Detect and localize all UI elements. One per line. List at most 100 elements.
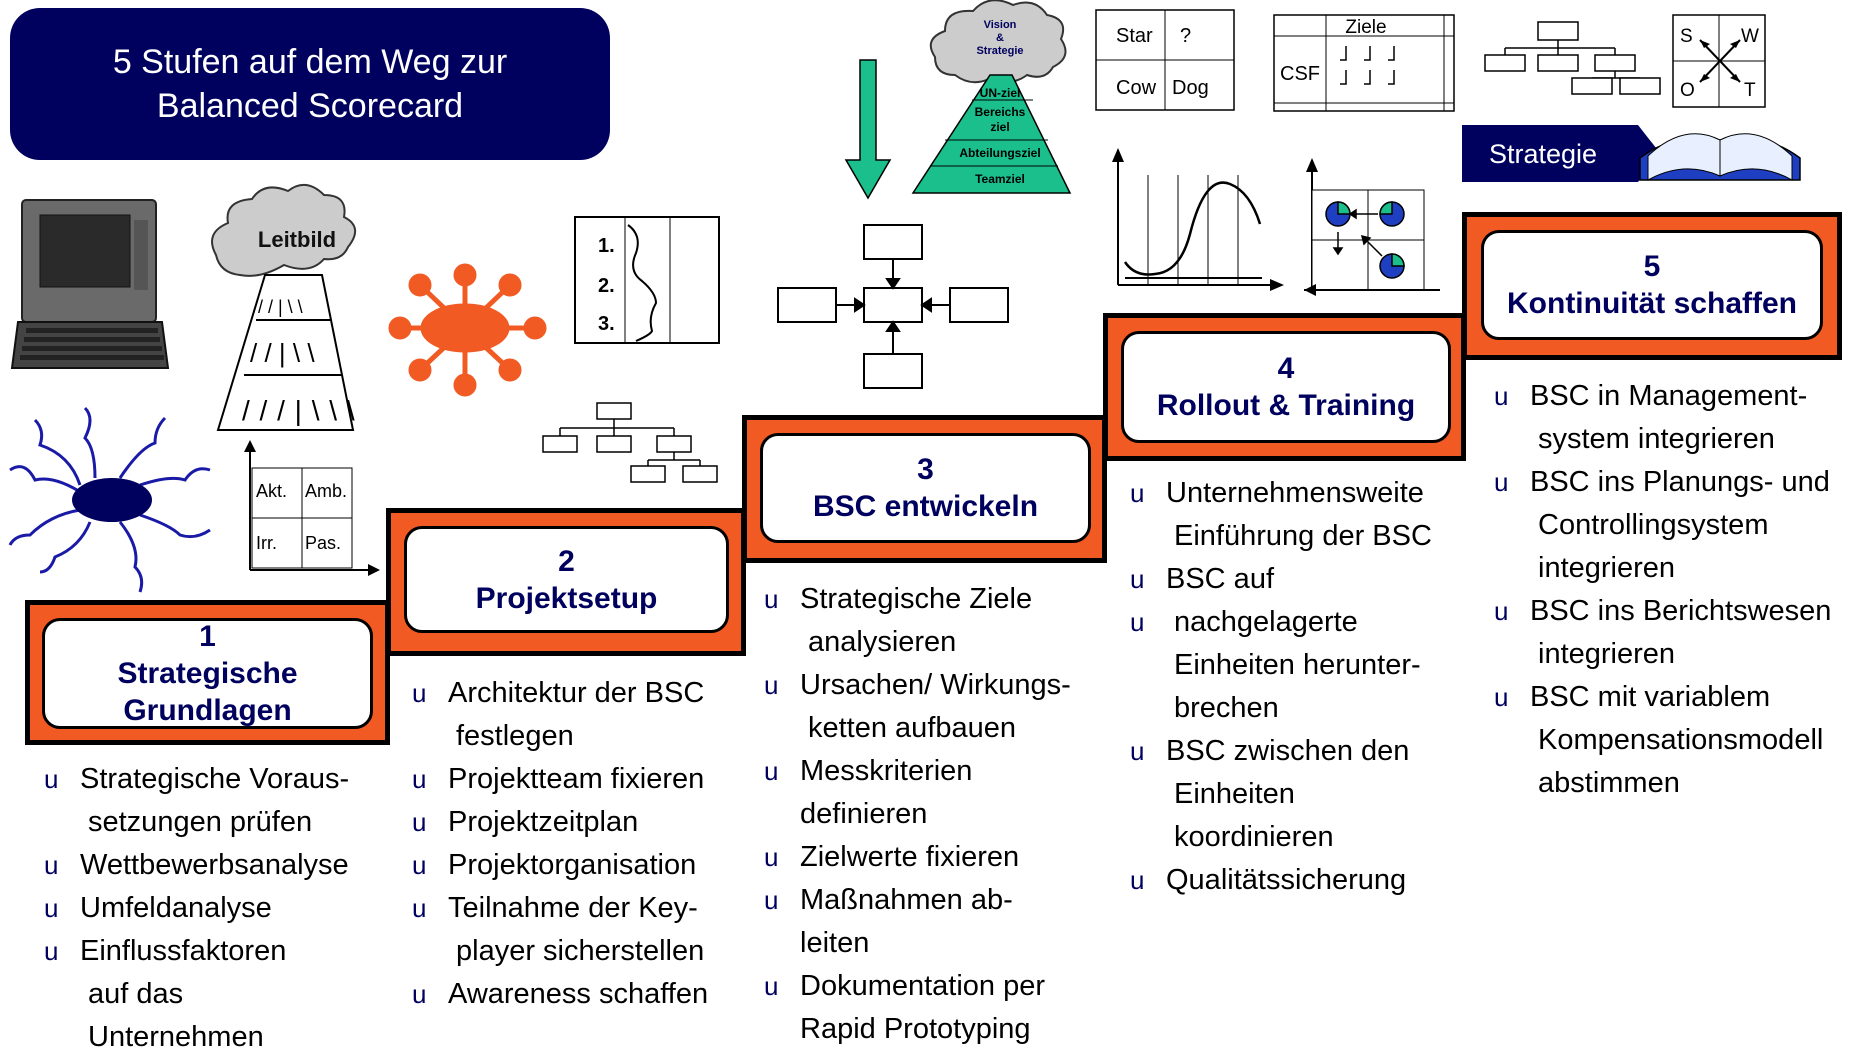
list-number-1: 1. xyxy=(598,235,615,257)
list-item: Qualitätssicherung xyxy=(1130,859,1470,902)
stage5-frame: 5 Kontinuität schaffen xyxy=(1462,212,1842,360)
org-chart-large xyxy=(1484,21,1661,95)
portfolio-cow: Cow xyxy=(1116,77,1157,99)
stage1-number: 1 xyxy=(199,620,216,653)
svg-text:/ / / | \ \ \: / / / | \ \ \ xyxy=(242,395,356,426)
stage4-number: 4 xyxy=(1277,352,1295,385)
stage5-title: Kontinuität schaffen xyxy=(1507,287,1797,320)
environment-icon xyxy=(8,406,211,593)
csf-matrix: Ziele CSF xyxy=(1273,14,1455,112)
list-number-3: 3. xyxy=(598,313,615,335)
matrix-cell-irr: Irr. xyxy=(256,533,277,553)
stage1-label: 1 Strategische Grundlagen xyxy=(42,618,373,729)
swot-t: T xyxy=(1744,80,1756,101)
title-line1: 5 Stufen auf dem Weg zur xyxy=(112,43,508,81)
portfolio-matrix: Star ? Cow Dog xyxy=(1095,9,1235,111)
list-number-2: 2. xyxy=(598,275,615,297)
strategie-text: Strategie xyxy=(976,45,1023,57)
matrix-cell-pas: Pas. xyxy=(305,533,341,553)
matrix-cell-amb: Amb. xyxy=(305,481,347,501)
list-item: Maßnahmen ab-leiten xyxy=(764,879,1104,965)
strategie-label: Strategie xyxy=(1489,139,1597,169)
portfolio-dog: Dog xyxy=(1172,77,1209,99)
list-item: Strategische Voraus-setzungen prüfen xyxy=(44,758,384,844)
stage2-frame: 2 Projektsetup xyxy=(386,508,746,656)
pyramid-teamziel: Teamziel xyxy=(975,172,1025,186)
vision-text: Vision xyxy=(984,19,1017,31)
swot-matrix: S W O T xyxy=(1672,14,1766,108)
ampersand-text: & xyxy=(996,32,1004,44)
list-item: Projektteam fixieren xyxy=(412,758,752,801)
stage4-title: Rollout & Training xyxy=(1156,389,1416,422)
portfolio-star: Star xyxy=(1116,25,1153,47)
list-item: Awareness schaffen xyxy=(412,973,752,1016)
goal-pyramid: UN-ziel Bereichs ziel Abteilungsziel Tea… xyxy=(911,74,1072,194)
list-item: BSC mit variablemKompensationsmodellabst… xyxy=(1494,676,1864,805)
list-item: Zielwerte fixieren xyxy=(764,836,1104,879)
portfolio-pies xyxy=(1304,158,1440,296)
leitbild-icon: Leitbild / / | \ \ / / | \ \ / / / | \ \… xyxy=(211,184,356,431)
list-item: BSC in Management-system integrieren xyxy=(1494,375,1864,461)
matrix-cell-akt: Akt. xyxy=(256,481,287,501)
pyramid-bereichs: Bereichs xyxy=(975,105,1026,119)
vision-cloud-icon: Vision & Strategie xyxy=(929,0,1067,84)
svg-text:/ / | \ \: / / | \ \ xyxy=(250,338,315,368)
list-item: BSC ins Planungs- undControllingsystemin… xyxy=(1494,461,1864,590)
stage3-label: 3 BSC entwickeln xyxy=(760,433,1091,543)
list-item: BSC auf xyxy=(1130,558,1470,601)
list-item: Ursachen/ Wirkungs-ketten aufbauen xyxy=(764,664,1104,750)
swot-o: O xyxy=(1680,80,1695,101)
stage1-frame: 1 Strategische Grundlagen xyxy=(25,600,390,745)
list-item: Projektzeitplan xyxy=(412,801,752,844)
pyramid-abteilungsziel: Abteilungsziel xyxy=(959,146,1040,160)
computer-icon xyxy=(10,199,170,369)
stage1-title-line2: Grundlagen xyxy=(123,694,292,727)
network-icon xyxy=(388,263,547,397)
stage1-title-line1: Strategische xyxy=(117,657,298,690)
down-arrow-icon xyxy=(844,59,892,200)
stage3-frame: 3 BSC entwickeln xyxy=(742,415,1107,563)
stage2-label: 2 Projektsetup xyxy=(404,526,729,633)
stage2-number: 2 xyxy=(558,544,575,578)
stage3-number: 3 xyxy=(917,453,934,486)
cause-effect-diagram xyxy=(777,224,1009,389)
influence-matrix: Akt. Amb. Irr. Pas. xyxy=(244,440,380,576)
pyramid-un-ziel: UN-ziel xyxy=(980,86,1021,100)
stage1-bullets: Strategische Voraus-setzungen prüfen Wet… xyxy=(44,758,384,1059)
ranking-chart: 1. 2. 3. xyxy=(574,216,720,344)
csf-label: CSF xyxy=(1280,63,1320,85)
stage4-frame: 4 Rollout & Training xyxy=(1103,313,1466,461)
swot-w: W xyxy=(1741,26,1759,47)
list-item: Wettbewerbsanalyse xyxy=(44,844,384,887)
title-line2: Balanced Scorecard xyxy=(156,87,464,125)
list-item: Projektorganisation xyxy=(412,844,752,887)
pyramid-ziel: ziel xyxy=(990,120,1009,134)
stage3-title: BSC entwickeln xyxy=(812,490,1039,523)
stage5-number: 5 xyxy=(1643,250,1661,283)
stage2-title: Projektsetup xyxy=(475,581,658,615)
trend-chart xyxy=(1112,148,1284,291)
list-item: Umfeldanalyse xyxy=(44,887,384,930)
stage5-label: 5 Kontinuität schaffen xyxy=(1481,230,1823,340)
list-item: Teilnahme der Key-player sicherstellen xyxy=(412,887,752,973)
swot-s: S xyxy=(1680,26,1693,47)
svg-text:/ / | \ \: / / | \ \ xyxy=(258,297,303,317)
book-icon xyxy=(1639,133,1801,181)
title-box: 5 Stufen auf dem Weg zur Balanced Scorec… xyxy=(10,8,610,160)
csf-ziele: Ziele xyxy=(1345,17,1386,38)
stage4-label: 4 Rollout & Training xyxy=(1121,331,1451,443)
stage5-bullets: BSC in Management-system integrieren BSC… xyxy=(1494,375,1864,805)
org-chart-small xyxy=(542,402,718,483)
